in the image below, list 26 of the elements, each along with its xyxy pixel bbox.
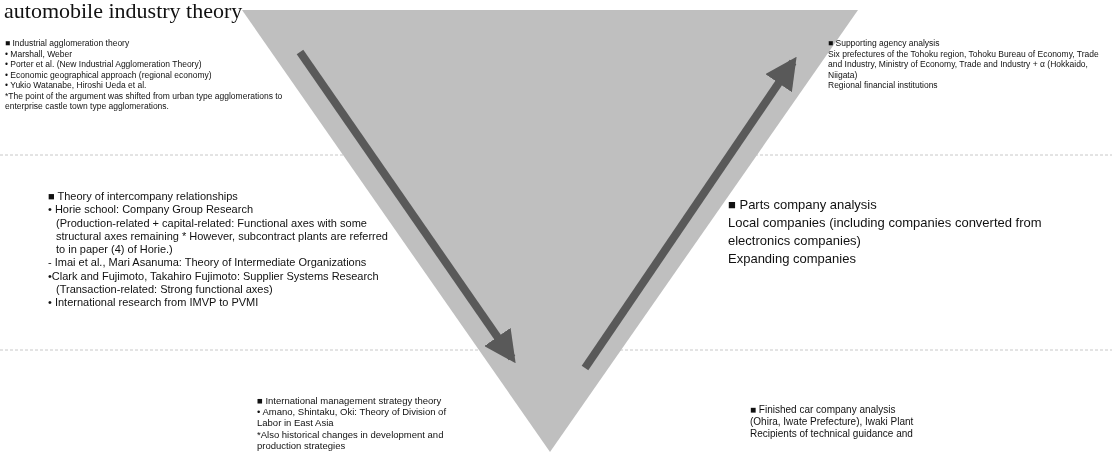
text-line: •Clark and Fujimoto, Takahiro Fujimoto: Supplier Systems Research	[48, 269, 380, 284]
text-line: ■ Finished car company analysis	[750, 404, 897, 417]
text-line: • Porter et al. (New Industrial Agglomeration Theory)	[5, 59, 203, 70]
text-line: Local companies (including companies converted from electronics companies)	[728, 214, 1043, 250]
text-line: (Production-related + capital-related: Functional axes with some structural axes remaining * However, subcontract plants are referred to in paper (4) of Horie.)	[55, 216, 389, 257]
text-line: • Economic geographical approach (regional economy)	[5, 69, 213, 80]
text-line: ■ Industrial agglomeration theory	[5, 38, 131, 49]
text-line: Six prefectures of the Tohoku region, Tohoku Bureau of Economy, Trade and Industry, Ministry of Economy, Trade and Industry + α (Hokkaido, Niigata)	[828, 48, 1100, 80]
text-line: • Amano, Shintaku, Oki: Theory of Division of Labor in East Asia	[257, 406, 448, 429]
text-line: ■ Theory of intercompany relationships	[48, 190, 239, 204]
text-line: Expanding companies	[728, 250, 857, 268]
text-line: ■ Supporting agency analysis	[828, 38, 941, 49]
text-line: • International research from IMVP to PVMI	[48, 296, 260, 310]
text-line: *The point of the argument was shifted from urban type agglomerations to enterprise castle town type agglomerations.	[5, 90, 284, 112]
text-line: *Also historical changes in development and production strategies	[257, 428, 445, 451]
text-line: (Transaction-related: Strong functional axes)	[55, 283, 274, 297]
text-line: Recipients of technical guidance and	[750, 428, 914, 441]
text-line: • Yukio Watanabe, Hiroshi Ueda et al.	[5, 80, 148, 91]
text-line: • Horie school: Company Group Research	[48, 203, 254, 217]
text-line: ■ Parts company analysis	[728, 196, 878, 214]
text-line: • Marshall, Weber	[5, 48, 74, 59]
text-line: - Imai et al., Mari Asanuma: Theory of Intermediate Organizations	[48, 256, 368, 270]
text-line: ■ International management strategy theory	[257, 395, 443, 407]
text-line: (Ohira, Iwate Prefecture), Iwaki Plant	[750, 416, 915, 429]
title: automobile industry theory	[4, 0, 243, 24]
text-line: Regional financial institutions	[828, 80, 939, 91]
